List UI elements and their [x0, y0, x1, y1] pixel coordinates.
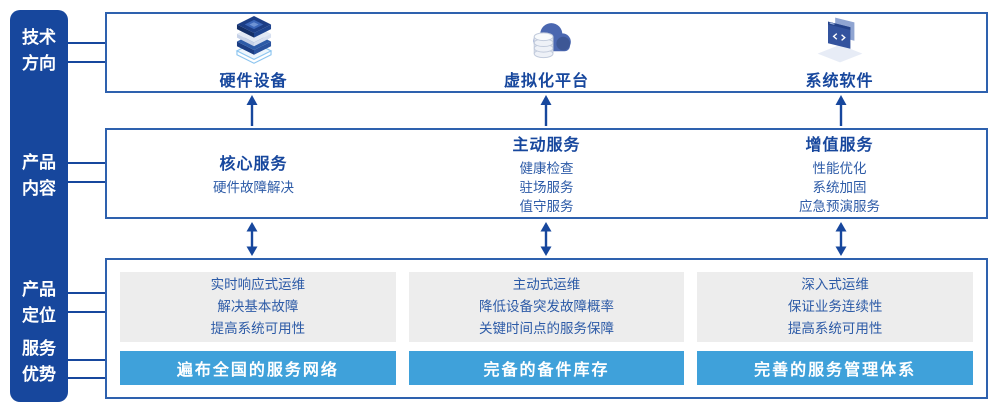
connector-line — [66, 311, 107, 313]
tech-item-label: 虚拟化平台 — [503, 73, 589, 90]
position-points-panel: 实时响应式运维解决基本故障提高系统可用性 — [120, 272, 396, 342]
list-line: 深入式运维 — [801, 277, 869, 292]
tech-item-hardware: 硬件设备 — [107, 14, 400, 91]
up-arrow-icon — [399, 95, 693, 126]
service-title: 核心服务 — [219, 156, 288, 173]
list-line: 健康检查 — [519, 161, 574, 176]
position-col-proactive: 主动式运维降低设备突发故障概率关键时间点的服务保障 完备的备件库存 — [408, 272, 685, 385]
list-line: 系统加固 — [812, 180, 867, 195]
list-line: 应急预演服务 — [799, 199, 880, 214]
tech-direction-box: 硬件设备 虚拟化平台 — [105, 12, 988, 93]
tech-item-virtualization: 虚拟化平台 — [400, 14, 693, 91]
position-points-panel: 主动式运维降低设备突发故障概率关键时间点的服务保障 — [408, 272, 685, 342]
product-position-box: 实时响应式运维解决基本故障提高系统可用性 遍布全国的服务网络 主动式运维降低设备… — [105, 258, 988, 399]
rail-label-tech-direction: 技术 方向 — [22, 28, 56, 73]
list-line: 保证业务连续性 — [787, 299, 883, 314]
list-line: 硬件故障解决 — [213, 180, 294, 195]
rail-label-product-position: 产品 定位 — [22, 280, 56, 325]
double-arrow-icon — [399, 222, 693, 256]
list-line: 主动式运维 — [512, 277, 581, 292]
advantage-banner: 完备的备件库存 — [408, 351, 685, 385]
position-points-panel: 深入式运维保证业务连续性提高系统可用性 — [697, 272, 974, 342]
list-line: 实时响应式运维 — [210, 277, 306, 292]
list-line: 降低设备突发故障概率 — [479, 299, 614, 314]
server-stack-icon — [225, 14, 283, 64]
list-line: 关键时间点的服务保障 — [479, 321, 614, 336]
list-line: 性能优化 — [812, 161, 867, 176]
code-window-icon — [812, 14, 868, 64]
rail-label-product-content: 产品 内容 — [22, 153, 56, 198]
service-item-list: 硬件故障解决 — [213, 178, 294, 197]
connector-line — [66, 359, 107, 361]
tech-item-label: 硬件设备 — [219, 73, 288, 90]
tech-item-label: 系统软件 — [805, 73, 874, 90]
position-col-deep: 深入式运维保证业务连续性提高系统可用性 完善的服务管理体系 — [697, 272, 974, 385]
list-line: 驻场服务 — [519, 180, 574, 195]
service-title: 增值服务 — [805, 137, 874, 154]
double-arrow-icon — [105, 222, 399, 256]
cloud-database-icon — [519, 14, 575, 64]
service-item-list: 健康检查驻场服务值守服务 — [520, 159, 574, 216]
position-col-realtime: 实时响应式运维解决基本故障提高系统可用性 遍布全国的服务网络 — [120, 272, 396, 385]
list-line: 值守服务 — [519, 199, 574, 214]
double-arrow-zone — [105, 222, 988, 256]
up-arrow-zone — [105, 95, 988, 126]
up-arrow-icon — [105, 95, 399, 126]
advantage-banner: 遍布全国的服务网络 — [120, 351, 396, 385]
list-line: 解决基本故障 — [217, 299, 299, 314]
product-content-box: 核心服务 硬件故障解决 主动服务 健康检查驻场服务值守服务 增值服务 性能优化系… — [105, 128, 988, 219]
list-line: 提高系统可用性 — [787, 321, 883, 336]
connector-line — [66, 377, 107, 379]
service-col-proactive: 主动服务 健康检查驻场服务值守服务 — [400, 130, 693, 217]
rail-label-service-advantage: 服务 优势 — [22, 339, 56, 384]
connector-line — [66, 61, 107, 63]
connector-line — [66, 292, 107, 294]
service-title: 主动服务 — [512, 137, 581, 154]
service-item-list: 性能优化系统加固应急预演服务 — [799, 159, 880, 216]
advantage-banner: 完善的服务管理体系 — [697, 351, 974, 385]
up-arrow-icon — [694, 95, 988, 126]
category-rail: 技术 方向 产品 内容 产品 定位 服务 优势 — [10, 10, 68, 402]
service-col-core: 核心服务 硬件故障解决 — [107, 130, 400, 217]
service-col-value-added: 增值服务 性能优化系统加固应急预演服务 — [693, 130, 986, 217]
connector-line — [66, 181, 107, 183]
list-line: 提高系统可用性 — [210, 321, 306, 336]
tech-item-system-software: 系统软件 — [693, 14, 986, 91]
connector-line — [66, 162, 107, 164]
double-arrow-icon — [694, 222, 988, 256]
connector-line — [66, 42, 107, 44]
